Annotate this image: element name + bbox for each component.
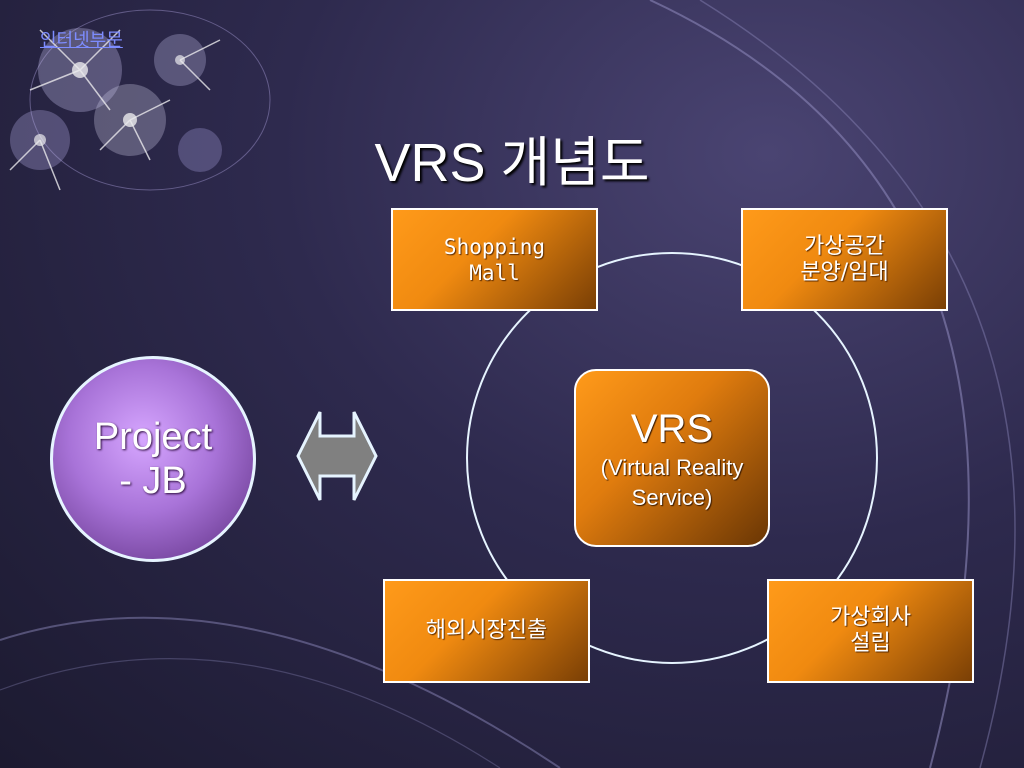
concept-ring <box>466 252 878 664</box>
node-virtual-space: 가상공간 분양/임대 <box>741 208 948 311</box>
node-overseas-market: 해외시장진출 <box>383 579 590 683</box>
page-title: VRS 개념도 <box>374 133 650 193</box>
project-circle: Project - JB <box>50 356 256 562</box>
center-title: VRS <box>630 407 714 451</box>
flower-decoration <box>9 28 222 191</box>
node-shopping-mall: Shopping Mall <box>391 208 598 311</box>
center-node-vrs: VRS (Virtual Reality Service) <box>574 369 770 547</box>
double-headed-arrow-icon <box>296 411 378 501</box>
node-virtual-company: 가상회사 설립 <box>767 579 974 683</box>
center-subtitle: (Virtual Reality Service) <box>600 455 744 510</box>
section-link[interactable]: 인터넷부문 <box>40 30 123 51</box>
